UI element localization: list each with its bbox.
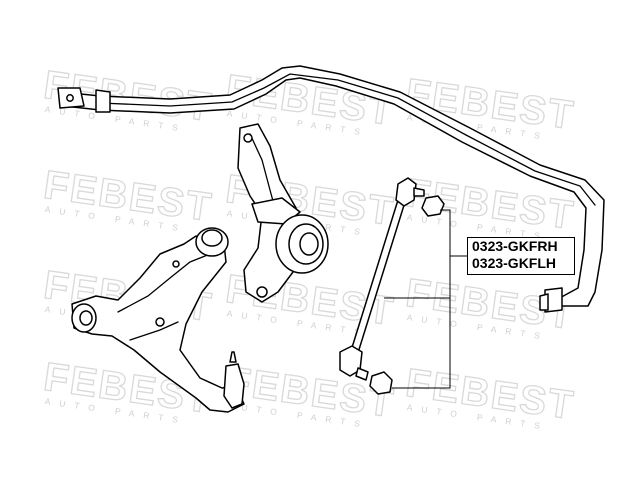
ball-joint-stud — [229, 351, 237, 363]
control-arm-hole — [155, 317, 165, 327]
knuckle-top-hole — [243, 133, 253, 143]
watermark-logo: FEBEST AUTO PARTS — [223, 358, 399, 430]
part-number-right: 0323-GKFRH — [472, 238, 558, 254]
lower-control-arm — [71, 227, 245, 413]
part-number-callout: 0323-GKFRH 0323-GKFLH — [467, 237, 575, 275]
link-nut-lower — [369, 371, 393, 395]
leader-line — [440, 209, 467, 257]
control-arm-hole — [172, 260, 180, 268]
stabilizer-bushing-left — [95, 89, 111, 113]
control-arm-bushing-rear-inner — [201, 229, 223, 247]
control-arm-rib — [129, 321, 179, 341]
link-lower-stud — [355, 367, 369, 381]
stabilizer-end-right — [539, 293, 549, 311]
stabilizer-bar — [57, 65, 605, 313]
steering-knuckle — [237, 123, 329, 303]
link-upper-ball-joint — [395, 177, 417, 207]
leader-line — [392, 256, 451, 389]
stabilizer-link — [339, 177, 445, 395]
control-arm-rib — [117, 253, 211, 313]
knuckle-bolt-hole — [256, 286, 268, 298]
callout-leaders — [384, 209, 467, 389]
part-number-left: 0323-GKFLH — [472, 255, 557, 271]
link-upper-stud — [413, 187, 425, 197]
link-nut-upper — [421, 195, 445, 217]
stabilizer-bar-highlight — [99, 73, 596, 206]
watermark-logo: FEBEST AUTO PARTS — [41, 162, 217, 234]
stabilizer-end-left-hole — [66, 94, 74, 102]
ball-joint — [223, 363, 245, 409]
watermark-logo: FEBEST AUTO PARTS — [403, 360, 579, 432]
hub-bearing-center — [299, 232, 319, 256]
control-arm-bushing-front-inner — [79, 310, 93, 326]
